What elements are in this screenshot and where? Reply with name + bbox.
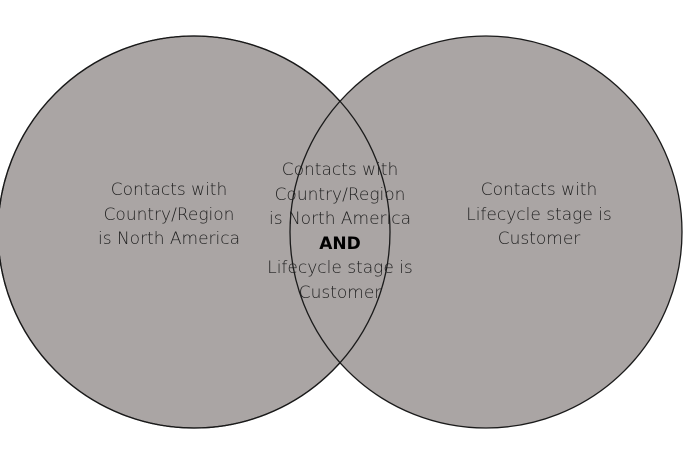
circle-lifecycle-customer <box>289 35 683 429</box>
intersection-line-2: Country/Region <box>274 184 406 205</box>
circle-left-outline <box>0 35 391 429</box>
intersection-line-5: Customer <box>298 282 382 303</box>
intersection-line-1: Contacts with <box>281 160 399 180</box>
intersection-label: Contacts with Country/Region is North Am… <box>248 158 432 305</box>
right-set-line-2: Lifecycle stage is <box>466 204 612 225</box>
intersection-operator: AND <box>319 233 361 254</box>
right-set-line-1: Contacts with <box>480 180 598 200</box>
right-set-line-3: Customer <box>497 229 581 249</box>
left-set-line-2: Country/Region <box>103 204 235 225</box>
intersection-line-4: Lifecycle stage is <box>267 258 413 278</box>
right-set-label: Contacts with Lifecycle stage is Custome… <box>412 178 666 252</box>
left-set-line-3: is North America <box>97 229 241 249</box>
left-set-label: Contacts with Country/Region is North Am… <box>40 178 298 252</box>
intersection-line-3: is North America <box>268 209 412 229</box>
left-set-line-1: Contacts with <box>110 180 228 200</box>
